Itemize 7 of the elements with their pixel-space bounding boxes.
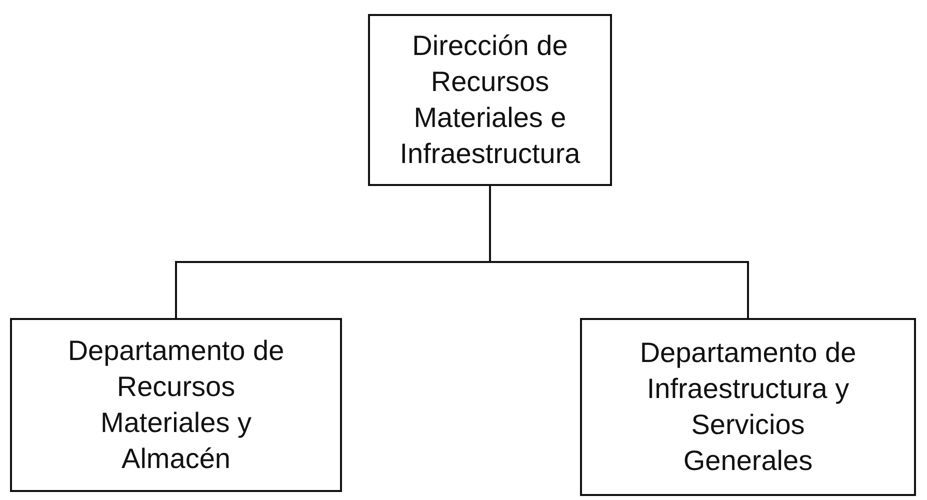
org-unit-box <box>10 318 342 492</box>
org-unit-box <box>580 318 916 496</box>
org-unit-box <box>368 14 612 186</box>
connector-line <box>489 186 749 318</box>
unit-name: Departamento de Infraestructura y Servicios Generales <box>638 336 858 478</box>
unit-name: Dirección de Recursos Materiales e Infraestructura <box>398 29 582 171</box>
unit-name: Departamento de Recursos Materiales y Almacén <box>66 334 286 476</box>
